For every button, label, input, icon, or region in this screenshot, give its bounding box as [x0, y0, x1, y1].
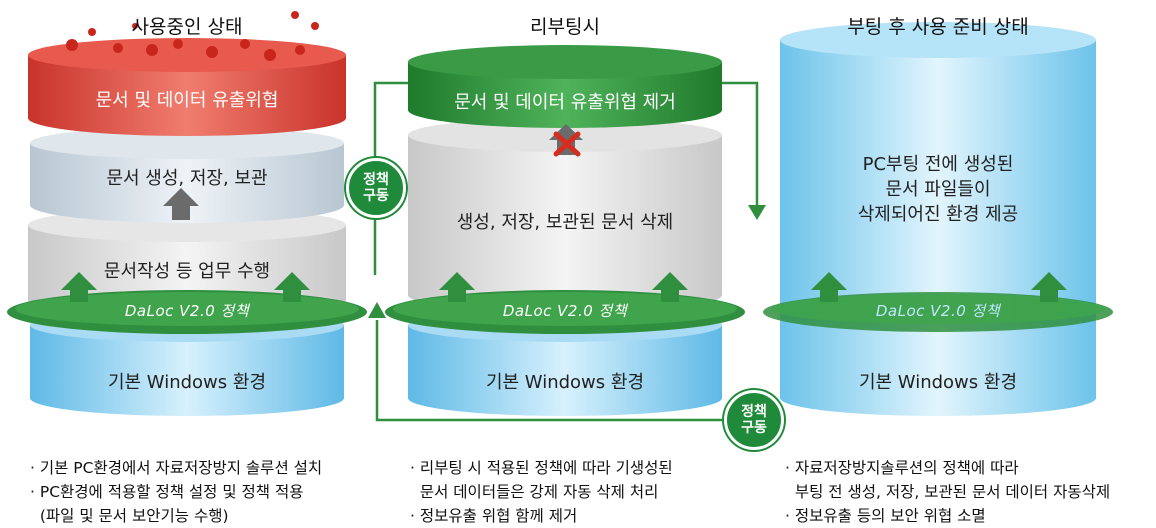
bullet-list-col3: · 자료저장방지솔루션의 정책에 따라 부팅 전 생성, 저장, 보관된 문서 … [785, 456, 1110, 528]
policy-ring-label: DaLoc V2.0 정책 [875, 302, 1001, 320]
column-1-stack [7, 11, 367, 416]
bullet-item: 문서 데이터들은 강제 자동 삭제 처리 [410, 483, 659, 501]
bullet-list-col1: · 기본 PC환경에서 자료저장방지 솔루션 설치 · PC환경에 적용할 정책… [30, 456, 322, 528]
column-3-stack [763, 22, 1113, 416]
bullet-item: · 기본 PC환경에서 자료저장방지 솔루션 설치 [30, 459, 323, 477]
delete-documents-disk-label: 생성, 저장, 보관된 문서 삭제 [456, 212, 674, 233]
bullet-item: · 정보유출 등의 보안 위협 소멸 [785, 507, 986, 525]
clean-env-text-line1: PC부팅 전에 생성된 [862, 154, 1014, 175]
column-3-title: 부팅 후 사용 준비 상태 [847, 16, 1029, 38]
policy-ring-label: DaLoc V2.0 정책 [124, 302, 250, 320]
bullet-item: · 리부팅 시 적용된 정책에 따라 기생성된 [410, 459, 673, 477]
bullet-item: · PC환경에 적용할 정책 설정 및 정책 적용 [30, 483, 304, 501]
down-arrow-icon [748, 205, 766, 220]
policy-ring-label: DaLoc V2.0 정책 [502, 302, 628, 320]
bullet-list-col2: · 리부팅 시 적용된 정책에 따라 기생성된 문서 데이터들은 강제 자동 삭… [410, 456, 673, 528]
column-1-title: 사용중인 상태 [131, 16, 243, 38]
column-2-title: 리부팅시 [530, 16, 600, 38]
up-arrow-icon [368, 302, 386, 318]
bullet-item: (파일 및 문서 보안기능 수행) [30, 507, 229, 525]
bullet-item: · 자료저장방지솔루션의 정책에 따라 [785, 459, 1019, 477]
windows-base-label: 기본 Windows 환경 [858, 372, 1018, 393]
threat-disk-label: 문서 및 데이터 유출위협 [95, 90, 279, 111]
threat-removed-disk-label: 문서 및 데이터 유출위협 제거 [454, 92, 676, 113]
clean-env-text-line2: 문서 파일들이 [885, 179, 991, 200]
windows-base-label: 기본 Windows 환경 [485, 372, 645, 393]
bullet-item: 부팅 전 생성, 저장, 보관된 문서 데이터 자동삭제 [785, 483, 1111, 501]
windows-base-label: 기본 Windows 환경 [107, 372, 267, 393]
bullet-item: · 정보유출 위협 함께 제거 [410, 507, 578, 525]
clean-env-text-line3: 삭제되어진 환경 제공 [857, 204, 1019, 225]
column-2-stack [385, 45, 745, 416]
document-store-disk-label: 문서 생성, 저장, 보관 [106, 168, 268, 189]
work-disk-label: 문서작성 등 업무 수행 [103, 261, 271, 282]
